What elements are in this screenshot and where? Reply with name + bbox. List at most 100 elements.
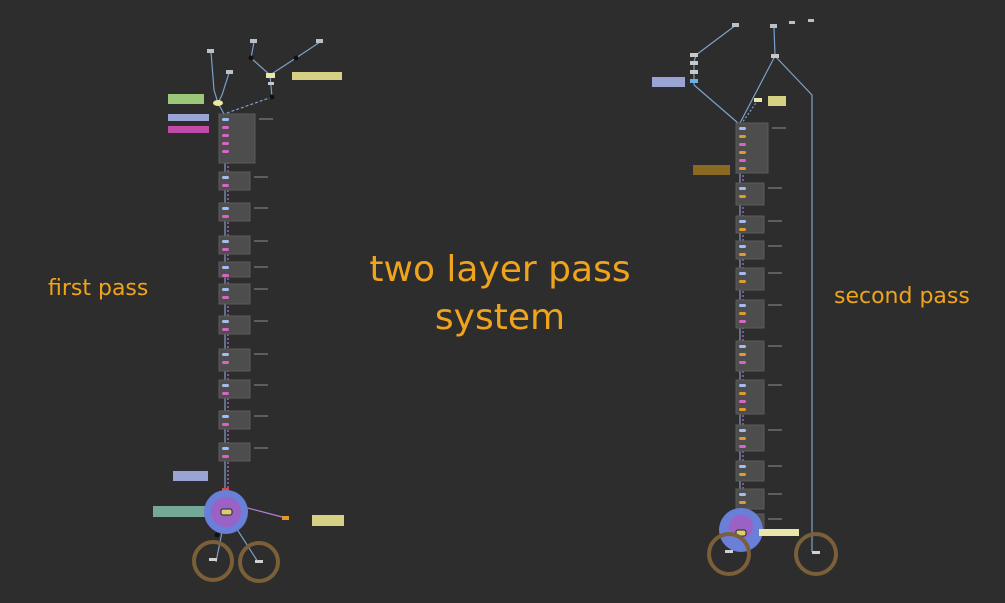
merge-core[interactable] xyxy=(220,508,233,516)
dot-node[interactable] xyxy=(293,55,299,61)
layer-port[interactable] xyxy=(739,384,746,387)
layer-port[interactable] xyxy=(739,245,746,248)
layer-node-body[interactable] xyxy=(218,261,251,278)
viewer-node[interactable] xyxy=(725,550,733,553)
backdrop-note-yellow[interactable] xyxy=(759,529,799,536)
layer-node-body[interactable] xyxy=(735,240,765,260)
layer-port[interactable] xyxy=(222,240,229,243)
layer-port[interactable] xyxy=(739,228,746,231)
layer-port[interactable] xyxy=(222,353,229,356)
small-node[interactable] xyxy=(268,82,274,85)
layer-node[interactable] xyxy=(218,171,268,191)
layer-node-body[interactable] xyxy=(735,488,765,510)
small-node[interactable] xyxy=(690,61,698,65)
layer-port[interactable] xyxy=(739,353,746,356)
input-node[interactable] xyxy=(316,39,323,43)
layer-port[interactable] xyxy=(222,142,229,145)
input-node[interactable] xyxy=(207,49,214,53)
layer-node-body[interactable] xyxy=(218,283,251,305)
layer-port[interactable] xyxy=(222,328,229,331)
viewer-node[interactable] xyxy=(255,560,263,563)
viewer-ring[interactable] xyxy=(192,540,234,582)
layer-port[interactable] xyxy=(739,280,746,283)
backdrop-note-yellow[interactable] xyxy=(768,96,786,106)
layer-node-body[interactable] xyxy=(218,442,251,462)
viewer-ring[interactable] xyxy=(707,532,751,576)
layer-port[interactable] xyxy=(739,127,746,130)
merge-node[interactable] xyxy=(266,73,275,78)
small-node[interactable] xyxy=(690,79,698,83)
dot-node[interactable] xyxy=(269,94,275,100)
layer-node-body[interactable] xyxy=(218,235,251,255)
input-node[interactable] xyxy=(732,23,739,27)
backdrop-note-blue[interactable] xyxy=(652,77,685,87)
layer-node[interactable] xyxy=(218,113,273,164)
backdrop-note-blue[interactable] xyxy=(168,114,209,121)
layer-node[interactable] xyxy=(735,240,782,260)
layer-port[interactable] xyxy=(222,384,229,387)
layer-node-body[interactable] xyxy=(735,460,765,482)
layer-node-body[interactable] xyxy=(218,113,256,164)
layer-port[interactable] xyxy=(739,501,746,504)
layer-port[interactable] xyxy=(739,408,746,411)
layer-port[interactable] xyxy=(739,445,746,448)
layer-node[interactable] xyxy=(735,299,782,329)
small-node[interactable] xyxy=(754,98,762,102)
layer-port[interactable] xyxy=(739,465,746,468)
layer-port[interactable] xyxy=(739,312,746,315)
layer-node[interactable] xyxy=(218,261,268,278)
layer-node-body[interactable] xyxy=(218,379,251,399)
layer-port[interactable] xyxy=(739,345,746,348)
layer-port[interactable] xyxy=(222,392,229,395)
viewer-node[interactable] xyxy=(812,551,820,554)
backdrop-note-yellow[interactable] xyxy=(312,515,344,526)
layer-port[interactable] xyxy=(739,361,746,364)
layer-node[interactable] xyxy=(218,410,268,430)
layer-port[interactable] xyxy=(222,274,229,277)
layer-node-body[interactable] xyxy=(735,182,765,206)
layer-port[interactable] xyxy=(222,248,229,251)
layer-port[interactable] xyxy=(222,215,229,218)
layer-port[interactable] xyxy=(739,167,746,170)
layer-port[interactable] xyxy=(222,150,229,153)
layer-node[interactable] xyxy=(218,283,268,305)
layer-node-body[interactable] xyxy=(218,410,251,430)
layer-port[interactable] xyxy=(739,195,746,198)
layer-port[interactable] xyxy=(222,118,229,121)
input-node[interactable] xyxy=(250,39,257,43)
layer-port[interactable] xyxy=(739,320,746,323)
backdrop-note-blue[interactable] xyxy=(173,471,208,481)
dot-node[interactable] xyxy=(248,55,254,61)
layer-node[interactable] xyxy=(735,122,786,174)
viewer-ring[interactable] xyxy=(238,541,280,583)
small-node[interactable] xyxy=(771,54,779,58)
layer-port[interactable] xyxy=(222,184,229,187)
layer-port[interactable] xyxy=(739,135,746,138)
layer-port[interactable] xyxy=(739,400,746,403)
layer-port[interactable] xyxy=(739,220,746,223)
layer-port[interactable] xyxy=(222,447,229,450)
layer-node[interactable] xyxy=(735,215,782,234)
layer-port[interactable] xyxy=(739,272,746,275)
layer-port[interactable] xyxy=(739,151,746,154)
layer-node[interactable] xyxy=(735,379,782,415)
backdrop-note-teal[interactable] xyxy=(153,506,206,517)
layer-port[interactable] xyxy=(222,266,229,269)
layer-port[interactable] xyxy=(222,134,229,137)
layer-port[interactable] xyxy=(222,288,229,291)
backdrop-note-magenta[interactable] xyxy=(168,126,209,133)
layer-port[interactable] xyxy=(739,429,746,432)
layer-node[interactable] xyxy=(735,488,782,510)
layer-port[interactable] xyxy=(222,296,229,299)
layer-node[interactable] xyxy=(218,442,268,462)
layer-node-body[interactable] xyxy=(218,202,251,222)
write-node[interactable] xyxy=(282,516,289,520)
layer-node[interactable] xyxy=(218,315,268,335)
layer-port[interactable] xyxy=(222,176,229,179)
layer-port[interactable] xyxy=(739,304,746,307)
layer-port[interactable] xyxy=(222,320,229,323)
layer-node[interactable] xyxy=(735,460,782,482)
layer-port[interactable] xyxy=(222,423,229,426)
layer-node[interactable] xyxy=(735,182,782,206)
